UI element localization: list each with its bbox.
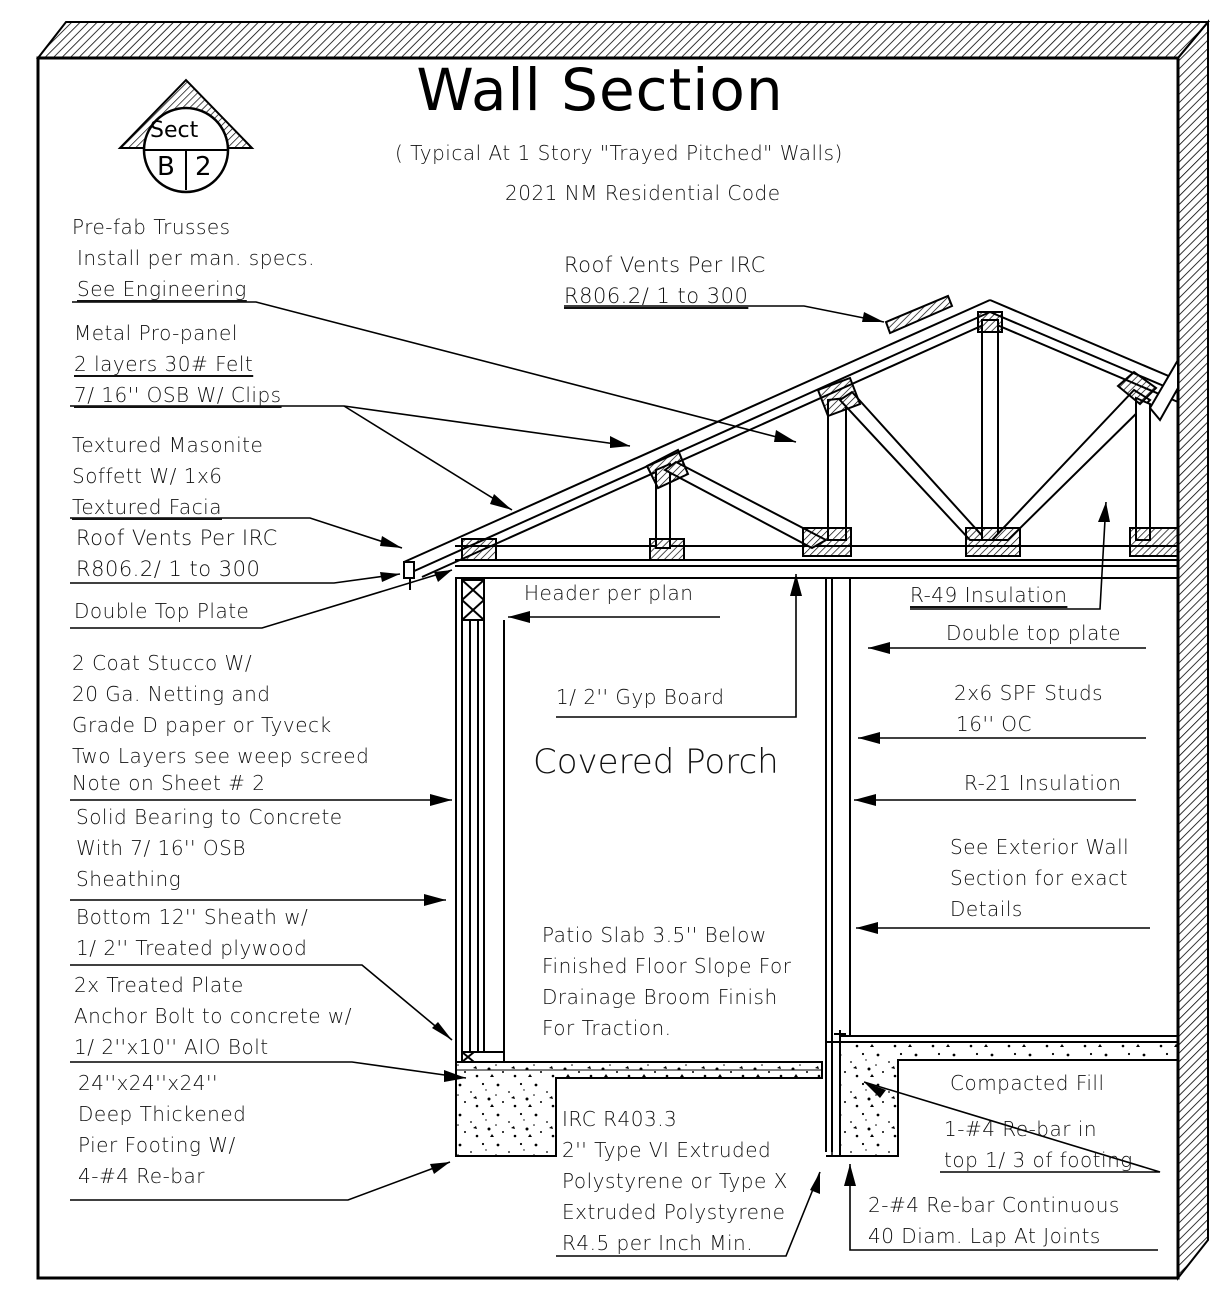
callout-bottom-sheath: Bottom 12'' Sheath w/ 1/ 2'' Treated ply… <box>76 905 309 960</box>
gusset-plates <box>461 311 1179 561</box>
callout-r21: R-21 Insulation <box>964 771 1122 795</box>
callout-trusses: Pre-fab Trusses Install per man. specs. … <box>72 215 315 301</box>
callout-rebar-continuous: 2-#4 Re-bar Continuous 40 Diam. Lap At J… <box>868 1193 1120 1248</box>
callout-r49: R-49 Insulation <box>910 583 1068 607</box>
room-label: Covered Porch <box>533 742 779 782</box>
callout-roof-vents: Roof Vents Per IRC R806.2/ 1 to 300 <box>564 253 766 308</box>
callout-solid-bearing: Solid Bearing to Concrete With 7/ 16'' O… <box>76 805 343 891</box>
section-marker-top[interactable]: Sect <box>150 118 199 143</box>
ceiling-chord <box>455 545 1178 579</box>
section-marker <box>117 78 255 194</box>
callout-double-top-plate-right: Double top plate <box>946 621 1122 645</box>
leader-lines <box>70 301 1161 1257</box>
left-wall <box>455 578 505 1063</box>
ridge-vent <box>884 294 954 335</box>
border-top-bevel <box>35 21 1210 59</box>
callout-soffit-vents: Roof Vents Per IRC R806.2/ 1 to 300 <box>76 526 278 581</box>
callout-pier-footing: 24''x24''x24'' Deep Thickened Pier Footi… <box>78 1071 247 1188</box>
callout-stucco: 2 Coat Stucco W/ 20 Ga. Netting and Grad… <box>72 651 370 795</box>
callout-roofing: Metal Pro-panel 2 layers 30# Felt 7/ 16'… <box>74 321 282 407</box>
callout-treated-plate: 2x Treated Plate Anchor Bolt to concrete… <box>74 973 352 1059</box>
callout-gyp-board: 1/ 2'' Gyp Board <box>556 685 725 709</box>
drawing-title: Wall Section <box>416 56 784 124</box>
callout-rebar-top: 1-#4 Re-bar in top 1/ 3 of footing <box>944 1117 1133 1172</box>
code-reference: 2021 NM Residential Code <box>505 181 781 205</box>
callout-compacted-fill: Compacted Fill <box>950 1071 1105 1095</box>
callout-header: Header per plan <box>524 581 694 605</box>
callout-irc-insulation: IRC R403.3 2'' Type VI Extruded Polystyr… <box>562 1107 788 1255</box>
section-marker-sheet-letter: B <box>157 152 175 182</box>
callout-patio-slab: Patio Slab 3.5'' Below Finished Floor Sl… <box>542 923 792 1040</box>
callout-soffit: Textured Masonite Soffett W/ 1x6 Texture… <box>72 433 264 519</box>
border-right-bevel <box>1177 19 1209 1281</box>
callout-studs: 2x6 SPF Studs 16'' OC <box>954 681 1104 736</box>
left-footing <box>455 1061 823 1157</box>
section-marker-sheet-number: 2 <box>195 152 212 182</box>
arrowheads <box>380 312 1110 1194</box>
callout-double-top-plate: Double Top Plate <box>74 599 250 623</box>
roof-assembly <box>403 299 1179 590</box>
drawing-subtitle: ( Typical At 1 Story "Trayed Pitched" Wa… <box>395 141 843 165</box>
callout-exterior-wall: See Exterior Wall Section for exact Deta… <box>950 835 1130 921</box>
